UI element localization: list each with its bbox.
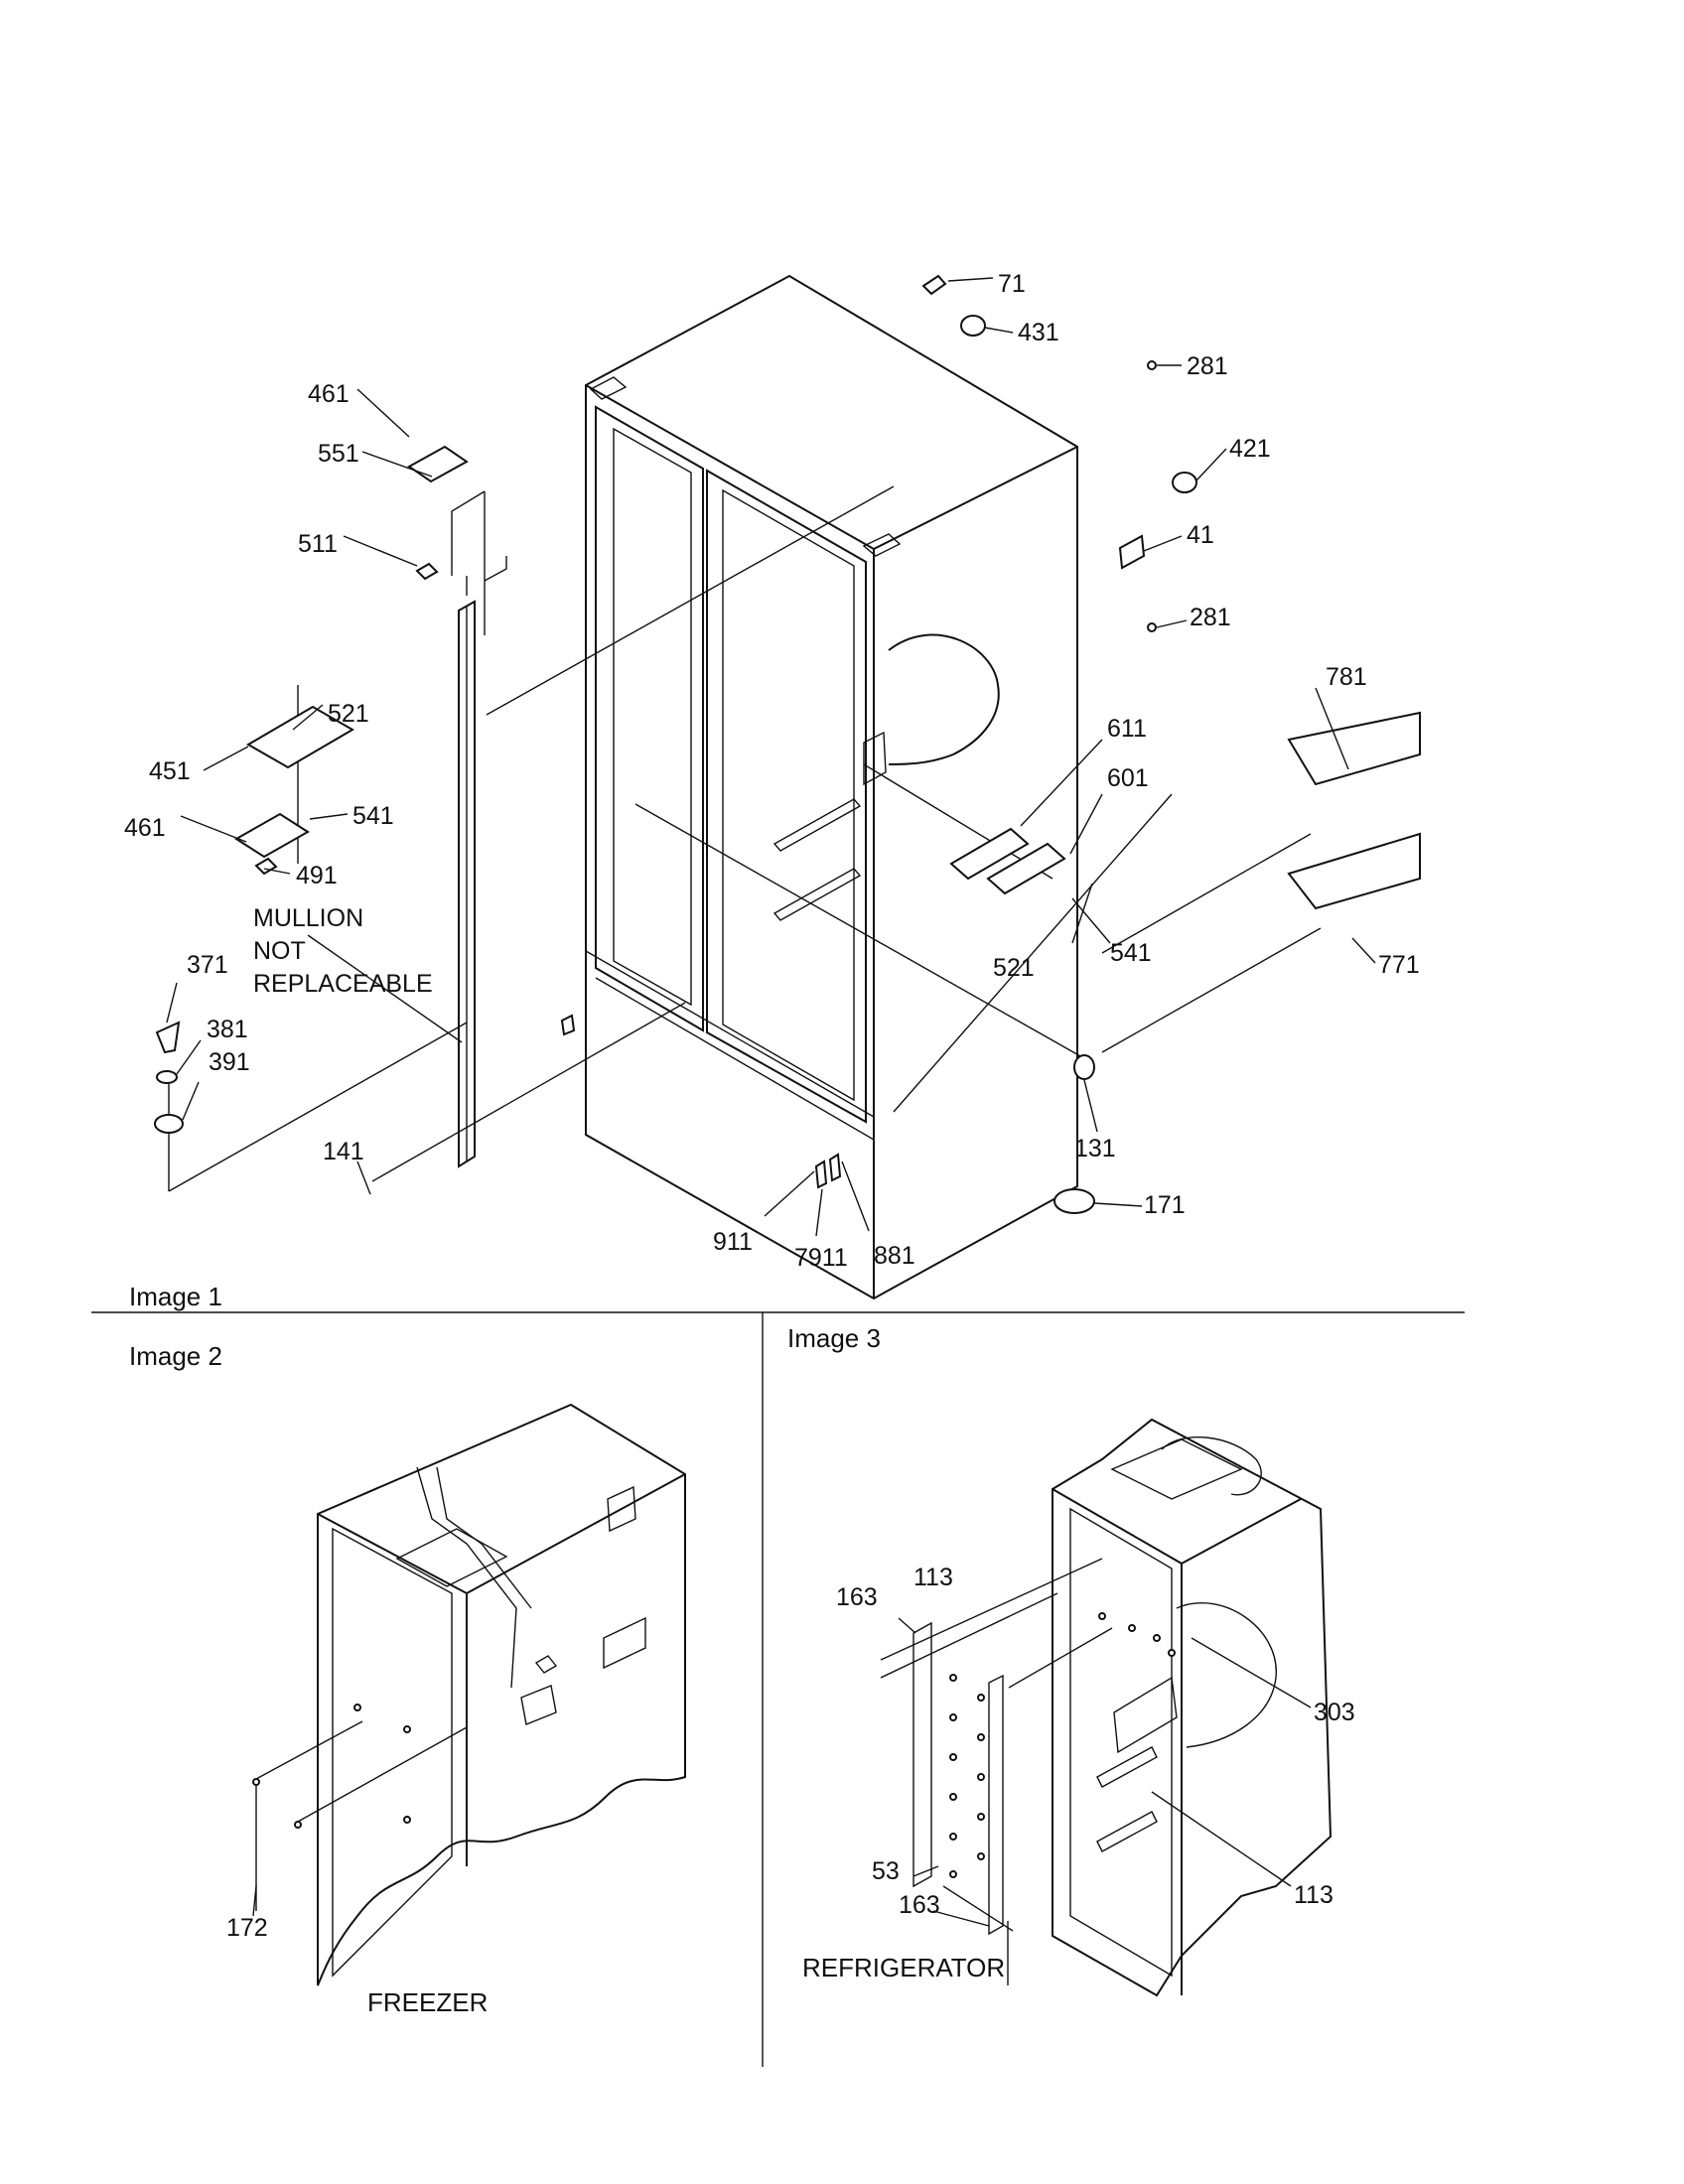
refrigerator-drawing bbox=[880, 1418, 1333, 1997]
callout-113-bottom: 113 bbox=[1294, 1881, 1333, 1909]
leader-lines bbox=[166, 277, 1376, 1237]
callout-781: 781 bbox=[1326, 663, 1367, 691]
callout-171: 171 bbox=[1144, 1191, 1186, 1219]
callout-391: 391 bbox=[209, 1048, 250, 1076]
callout-461-upper: 461 bbox=[308, 380, 350, 408]
image3-caption: Image 3 bbox=[787, 1323, 881, 1353]
callout-521-right: 521 bbox=[993, 954, 1035, 982]
mullion-note-line1: MULLION bbox=[253, 904, 363, 932]
callout-551: 551 bbox=[318, 440, 359, 468]
cabinet-drawing bbox=[585, 274, 1078, 1300]
freezer-drawing bbox=[252, 1403, 686, 1986]
callout-611: 611 bbox=[1107, 715, 1147, 743]
explode-lines bbox=[168, 485, 1322, 1192]
callout-521-left: 521 bbox=[328, 700, 369, 728]
callout-881: 881 bbox=[874, 1242, 915, 1270]
mullion bbox=[458, 600, 476, 1168]
part-shapes bbox=[154, 274, 1421, 1214]
image1-caption: Image 1 bbox=[129, 1282, 222, 1311]
callout-71: 71 bbox=[998, 270, 1026, 298]
callout-431: 431 bbox=[1018, 319, 1059, 346]
callout-911: 911 bbox=[713, 1228, 753, 1256]
image2-caption: Image 2 bbox=[129, 1341, 222, 1371]
callout-381: 381 bbox=[207, 1016, 248, 1043]
callout-511: 511 bbox=[298, 530, 338, 558]
callout-541-right: 541 bbox=[1110, 939, 1152, 967]
freezer-title: FREEZER bbox=[367, 1987, 488, 2017]
mullion-note-line2: NOT bbox=[253, 937, 306, 965]
callout-163-top: 163 bbox=[836, 1583, 878, 1611]
callout-421: 421 bbox=[1229, 435, 1271, 463]
callout-281-mid: 281 bbox=[1190, 604, 1231, 631]
callout-281-top: 281 bbox=[1187, 352, 1228, 380]
refrigerator-title: REFRIGERATOR bbox=[802, 1953, 1005, 1982]
panel-separators bbox=[91, 1311, 1465, 2067]
callout-491: 491 bbox=[296, 862, 338, 889]
callout-163-bottom: 163 bbox=[899, 1891, 940, 1919]
callout-541-left: 541 bbox=[352, 802, 394, 830]
image1-labels: 71 431 281 421 41 281 781 611 601 771 54… bbox=[124, 270, 1420, 1272]
callout-141: 141 bbox=[323, 1138, 364, 1165]
callout-371: 371 bbox=[187, 951, 228, 979]
callout-451: 451 bbox=[149, 757, 191, 785]
callout-461-lower: 461 bbox=[124, 814, 166, 842]
callout-131: 131 bbox=[1074, 1135, 1116, 1162]
callout-41: 41 bbox=[1187, 521, 1214, 549]
callout-303: 303 bbox=[1314, 1699, 1355, 1726]
callout-601: 601 bbox=[1107, 764, 1149, 792]
callout-113-top: 113 bbox=[913, 1564, 953, 1591]
callout-172: 172 bbox=[226, 1914, 268, 1942]
callout-53: 53 bbox=[872, 1857, 900, 1885]
callout-771: 771 bbox=[1378, 951, 1420, 979]
callout-7911: 7911 bbox=[794, 1244, 848, 1272]
mullion-note-line3: REPLACEABLE bbox=[253, 970, 433, 998]
